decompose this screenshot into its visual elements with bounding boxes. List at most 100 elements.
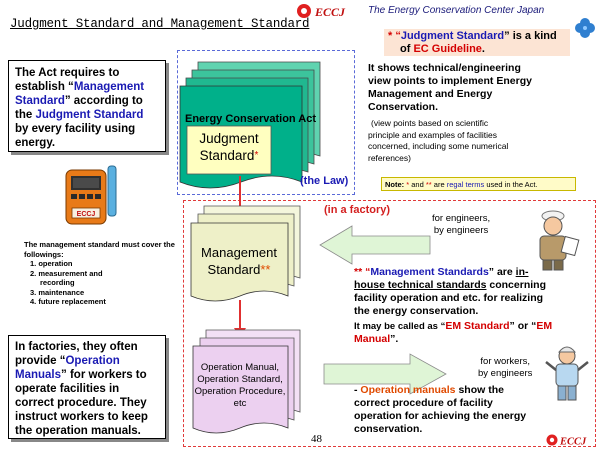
mgmt-line: Standard xyxy=(207,262,261,277)
eccj-logo: ECCJ xyxy=(297,4,346,19)
list-item: 3. maintenance xyxy=(30,287,85,297)
note-text: of xyxy=(400,43,414,55)
note-mark: * “ xyxy=(388,30,401,42)
act-box-term: Management xyxy=(73,81,145,93)
desc-term: EM xyxy=(536,320,553,332)
detail-line: references) xyxy=(368,152,411,163)
shows-line: Management and Energy xyxy=(368,88,493,100)
act-box-text: ” according to xyxy=(64,95,143,107)
note-text: . xyxy=(481,43,485,55)
note-term: EC Guideline xyxy=(413,43,482,55)
judgment-line: Judgment xyxy=(199,131,259,146)
note-term: Judgment Standard xyxy=(400,30,505,42)
operation-manuals-description: - Operation manuals show the correct pro… xyxy=(354,384,554,436)
list-item: 1. operation xyxy=(30,259,73,268)
judgment-line: Standard xyxy=(199,148,255,163)
note-mark: * xyxy=(406,180,410,189)
act-box-term: Judgment Standard xyxy=(35,109,144,121)
act-box-text: the xyxy=(15,109,36,121)
factory-box-line: In factories, they often xyxy=(15,341,138,353)
desc-text: - xyxy=(354,384,361,396)
page-number: 48 xyxy=(311,433,322,445)
manual-line: etc xyxy=(233,398,247,409)
shows-line: It shows technical/engineering xyxy=(368,62,521,74)
desc-text: ”. xyxy=(390,333,399,345)
list-item: 4. future replacement xyxy=(30,297,106,306)
factory-box-line: the operation manuals. xyxy=(15,425,141,437)
desc-text: show the xyxy=(455,384,504,396)
note-text: ” is a kind xyxy=(504,30,557,42)
act-box-text: establish “ xyxy=(15,81,74,93)
detail-line: principle and examples of facilities xyxy=(368,129,497,140)
note-text: used in the Act. xyxy=(484,180,538,189)
manual-line: Operation Procedure, xyxy=(194,386,286,397)
manual-line: Operation Manual, xyxy=(200,362,280,373)
desc-line: facility operation and etc. for realizin… xyxy=(354,292,544,304)
factory-box-text: provide “ xyxy=(15,355,66,367)
judgment-mark: * xyxy=(254,150,259,161)
desc-line: operation for achieving the energy xyxy=(354,410,527,422)
note-text: are xyxy=(431,180,447,189)
for-engineers-label: for engineers, by engineers xyxy=(432,213,490,237)
shows-line: Conservation. xyxy=(368,101,439,113)
org-name: The Energy Conservation Center Japan xyxy=(368,5,545,16)
judgment-standard-note: * “Judgment Standard” is a kind of EC Gu… xyxy=(384,29,570,56)
energy-meter-illustration: ECCJ xyxy=(65,165,117,225)
desc-underlined: in- xyxy=(515,266,529,278)
list-item: recording xyxy=(40,278,75,287)
act-box-line: energy. xyxy=(15,137,56,149)
factory-box-line: correct procedure. They xyxy=(15,397,147,409)
footer-logo-text: ECCJ xyxy=(559,437,587,448)
factory-box-line: instruct workers to keep xyxy=(15,411,148,423)
for-engineers-line: for engineers, xyxy=(432,213,491,224)
list-item: 2. measurement and xyxy=(30,268,103,278)
shows-detail: (view points based on scientific princip… xyxy=(368,118,508,164)
for-workers-label: for workers, by engineers xyxy=(478,356,532,380)
for-workers-line: for workers, xyxy=(480,356,531,367)
desc-text: concerning xyxy=(486,279,546,291)
judgment-standard-label: Judgment Standard* xyxy=(189,130,269,164)
note-mark: ** xyxy=(425,180,432,189)
detail-line: (view points based on scientific xyxy=(371,118,489,128)
mgmt-mark: ** xyxy=(260,262,271,277)
operation-manual-label: Operation Manual, Operation Standard, Op… xyxy=(191,362,289,410)
detail-line: concerned, including some numerical xyxy=(368,141,509,151)
desc-line: the energy conservation. xyxy=(354,305,479,317)
mgmt-coverage-list: The management standard must cover the f… xyxy=(24,240,184,307)
act-requirement-box: The Act requires to establish “Managemen… xyxy=(8,60,166,152)
logo-text: ECCJ xyxy=(314,5,346,19)
in-factory-label: (in a factory) xyxy=(324,204,391,216)
desc-text: ” or “ xyxy=(509,320,537,332)
for-workers-line: by engineers xyxy=(478,368,533,379)
logo-circle-core xyxy=(301,8,307,14)
mgmt-line: Management xyxy=(201,245,277,260)
desc-term: EM Standard xyxy=(445,320,510,332)
factory-box-term: Manuals xyxy=(15,369,62,381)
desc-line: conservation. xyxy=(354,423,423,435)
act-box-line: by every facility using xyxy=(15,123,136,135)
desc-term: Operation manuals xyxy=(360,384,456,396)
act-box-line: The Act requires to xyxy=(15,67,120,79)
factory-region xyxy=(183,200,596,447)
note-term: regal terms xyxy=(446,180,485,189)
desc-line: correct procedure of facility xyxy=(354,397,493,409)
footer-logo: ECCJ xyxy=(546,434,587,448)
factory-manuals-box: In factories, they often provide “Operat… xyxy=(8,335,166,439)
desc-underlined: house technical standards xyxy=(354,279,487,291)
shows-line: view points to implement Energy xyxy=(368,75,532,87)
management-standards-description: ** “Management Standards” are in- house … xyxy=(354,266,586,346)
note-text: and xyxy=(409,180,426,189)
for-engineers-line: by engineers xyxy=(433,225,489,236)
factory-box-text: ” for workers to xyxy=(61,369,147,381)
the-law-label: (the Law) xyxy=(300,175,349,187)
act-box-term: Standard xyxy=(15,95,65,107)
mgmt-standard-label: Management Standard** xyxy=(192,244,286,278)
law-region xyxy=(177,50,355,195)
desc-term: Manual xyxy=(354,333,391,345)
regal-terms-note: Note: * and ** are regal terms used in t… xyxy=(381,177,576,191)
mgmt-coverage-intro: The management standard must cover the f… xyxy=(24,240,175,259)
manual-line: Operation Standard, xyxy=(197,374,283,385)
note-text: Note: xyxy=(385,180,407,189)
act-doc-title: Energy Conservation Act xyxy=(185,113,317,125)
factory-box-term: Operation xyxy=(65,355,120,367)
